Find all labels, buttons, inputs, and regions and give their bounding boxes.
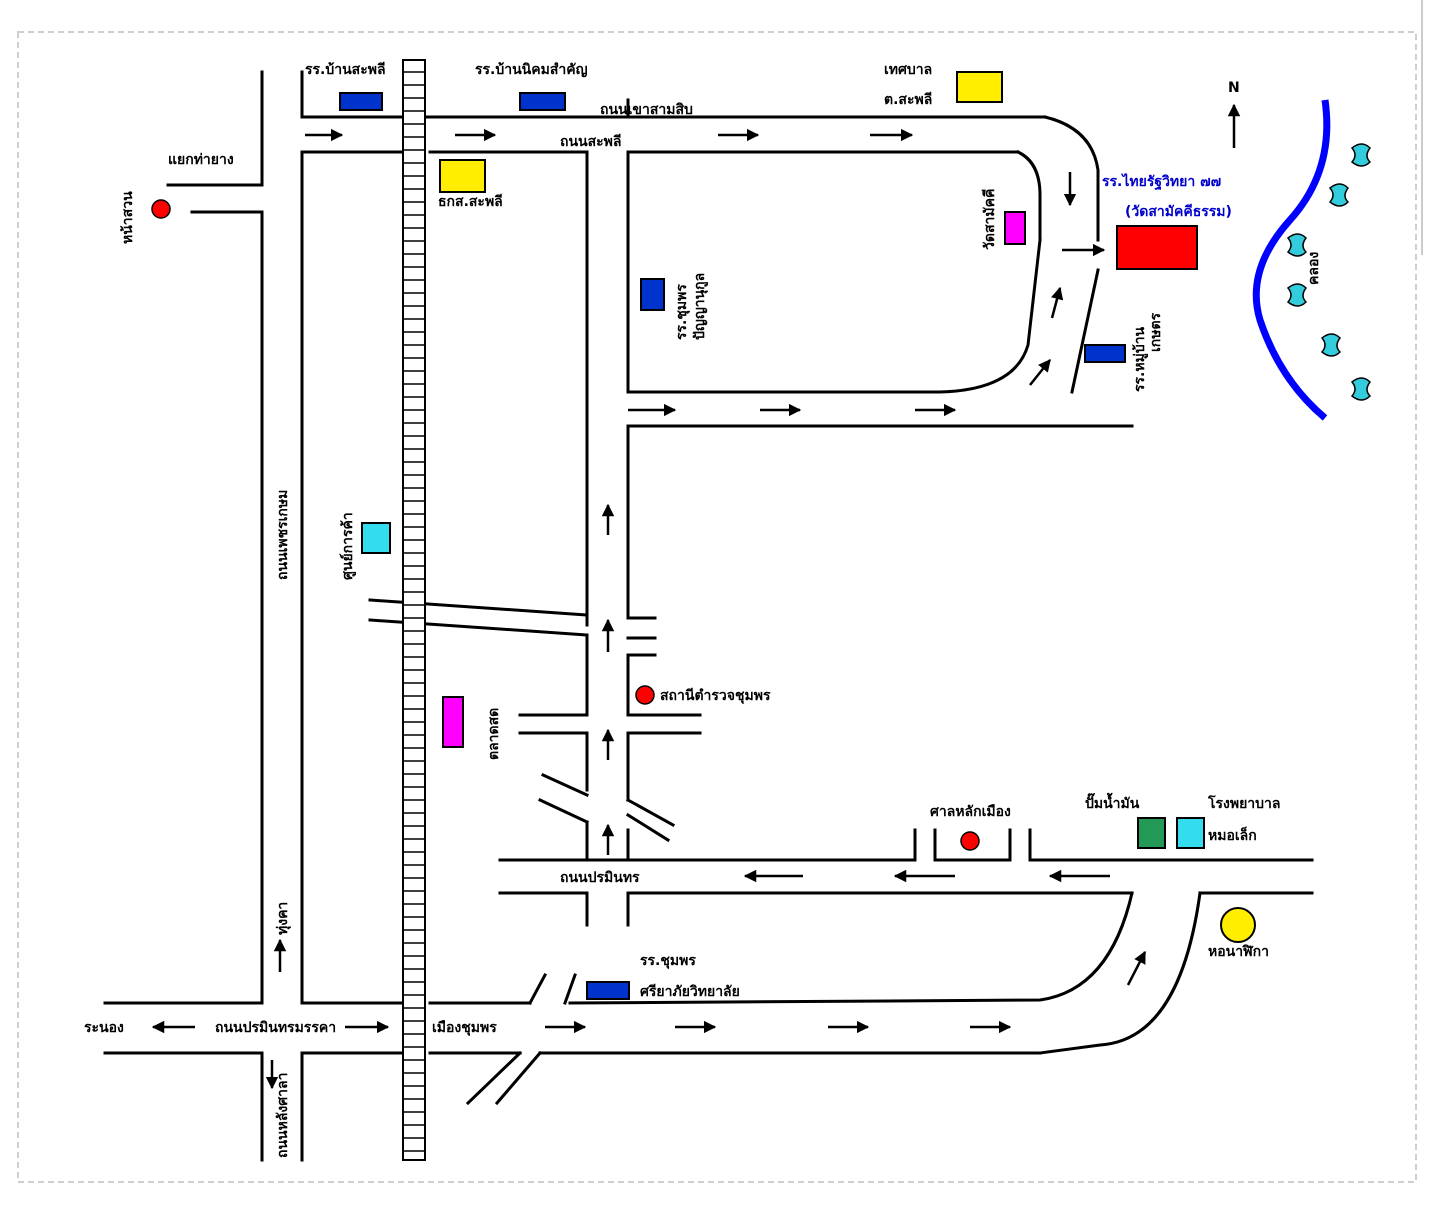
label-police: สถานีตำรวจชุมพร <box>660 688 771 704</box>
label-district-office-1: เทศบาล <box>884 62 932 78</box>
label-school-top-left: รร.บ้านสะพลี <box>305 62 386 78</box>
clock-tower-icon <box>1220 907 1256 943</box>
school-right-building <box>1084 344 1126 363</box>
label-clock-tower: หอนาฬิกา <box>1208 944 1269 960</box>
label-hospital-1: โรงพยาบาล <box>1207 794 1281 812</box>
label-district-office-2: ต.สะพลี <box>884 92 932 108</box>
label-highway-vertical: ถนนเพชรเกษม <box>275 490 291 580</box>
label-marker-left: หน้าสวน <box>120 191 136 244</box>
health-center-building <box>361 522 391 554</box>
school-bottom-building <box>586 981 630 1000</box>
city-pillar-marker-icon <box>960 831 980 851</box>
label-road-vertical-lower: ทุ่งคา <box>275 902 291 935</box>
hospital-building <box>1176 817 1205 849</box>
school-top-left-building <box>339 92 383 111</box>
direction-arrows <box>151 128 1147 1090</box>
label-to-city: เมืองชุมพร <box>432 1020 497 1036</box>
label-school-bottom-2: ศรียาภัยวิทยาลัย <box>640 984 740 1000</box>
temple-building <box>1004 211 1026 245</box>
label-hospital-2: หมอเล็ก <box>1208 826 1257 844</box>
label-city-pillar: ศาลหลักเมือง <box>930 804 1011 820</box>
bank-building <box>439 159 486 193</box>
map-labels: รร.บ้านสะพลี รร.บ้านนิคมสำคัญ เทศบาล ต.ส… <box>84 62 1322 1158</box>
police-marker-icon <box>635 685 655 705</box>
label-road-east-lower: ถนนปรมินทร <box>560 870 640 886</box>
label-health-center: ศูนย์การค้า <box>339 512 356 580</box>
school-mid-building <box>640 278 665 311</box>
river <box>1252 99 1331 421</box>
label-school-top-mid: รร.บ้านนิคมสำคัญ <box>475 62 588 78</box>
label-school-bottom-1: รร.ชุมพร <box>640 953 696 969</box>
label-road-north: ถนนสะพลี <box>560 134 622 150</box>
water-wave-icons <box>1286 143 1372 401</box>
railway <box>402 59 426 1161</box>
label-to-ranong: ระนอง <box>84 1020 124 1036</box>
map-border <box>17 31 1417 1183</box>
label-market: ตลาดสด <box>486 708 502 760</box>
north-label: N <box>1228 80 1240 96</box>
label-school-mid-2: ปัญญานุกูล <box>692 273 708 340</box>
label-gas-station: ปั๊มน้ำมัน <box>1085 792 1140 812</box>
label-target-school-1: รร.ไทยรัฐวิทยา ๗๗ <box>1102 172 1221 191</box>
label-river: คลอง <box>1306 252 1322 285</box>
label-bank: ธกส.สะพลี <box>438 194 503 210</box>
target-school-building <box>1116 225 1198 270</box>
label-temple: วัดสามัคคี <box>982 189 998 250</box>
label-road-north-2: ถนนเขาสามสิบ <box>600 102 693 118</box>
school-top-mid-building <box>519 92 566 111</box>
label-target-school-2: (วัดสามัคคีธรรม) <box>1125 204 1232 220</box>
label-road-south-vertical: ถนนหลังศาลา <box>275 1073 291 1158</box>
district-office-building <box>956 71 1003 103</box>
label-junction-left: แยกท่ายาง <box>168 152 234 168</box>
gas-station-building <box>1137 817 1166 849</box>
market-building <box>442 696 464 748</box>
label-school-right-1: รร.หมู่บ้าน <box>1132 326 1148 392</box>
label-road-main-bottom: ถนนปรมินทรมรรคา <box>215 1020 336 1036</box>
label-school-mid-1: รร.ชุมพร <box>674 284 690 340</box>
marker-left-icon <box>151 199 171 219</box>
label-school-right-2: เกษตร <box>1148 312 1164 352</box>
